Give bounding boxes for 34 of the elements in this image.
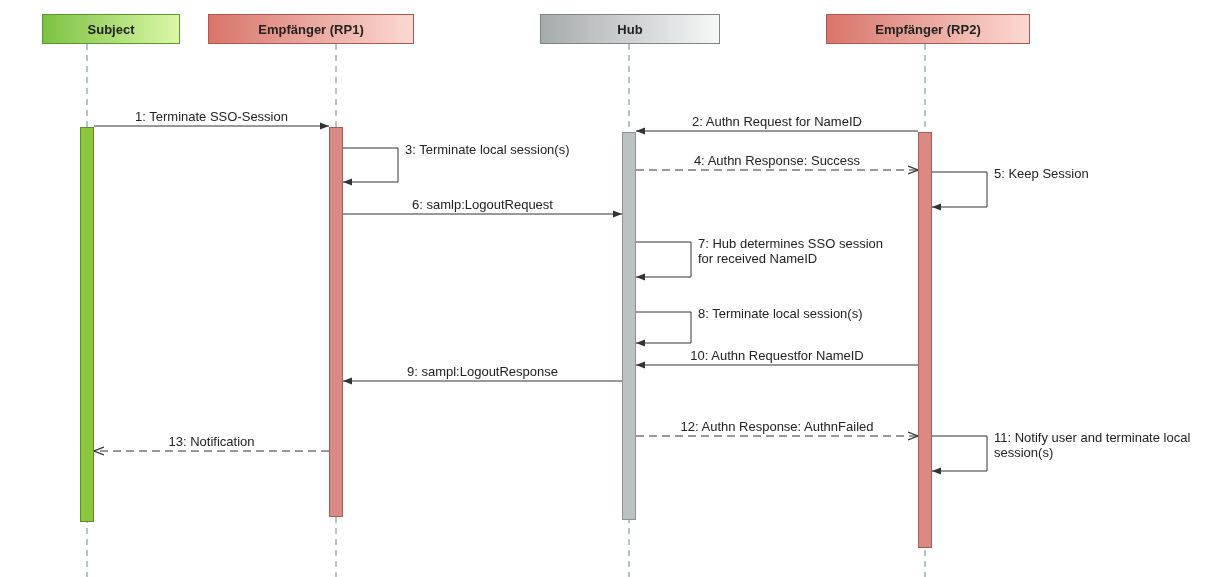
message-label: 9: sampl:LogoutResponse <box>405 364 560 379</box>
message-label: 8: Terminate local session(s) <box>698 306 863 321</box>
message-label: 1: Terminate SSO-Session <box>133 109 290 124</box>
self-message-arrow <box>931 171 988 211</box>
message-label: 11: Notify user and terminate local session(s) <box>994 430 1192 460</box>
message-label: 7: Hub determines SSO session for received NameID <box>698 236 884 266</box>
message-arrow <box>635 431 919 441</box>
message-label: 12: Authn Response: AuthnFailed <box>678 419 876 434</box>
lifeline-header: Hub <box>540 14 720 44</box>
activation-bar <box>80 127 94 522</box>
self-message-arrow <box>931 435 988 475</box>
message-label: 3: Terminate local session(s) <box>405 142 570 157</box>
message-label: 4: Authn Response: Success <box>691 153 863 168</box>
message-label: 2: Authn Request for NameID <box>690 114 864 129</box>
lifeline-header: Empfänger (RP2) <box>826 14 1030 44</box>
message-label: 10: Authn Requestfor NameID <box>688 348 866 363</box>
message-arrow <box>635 127 919 135</box>
self-message-arrow <box>635 311 692 347</box>
message-arrow <box>342 210 623 218</box>
message-label: 6: samlp:LogoutRequest <box>410 197 555 212</box>
self-message-arrow <box>635 241 692 281</box>
self-message-arrow <box>342 147 399 186</box>
message-arrow <box>635 165 919 175</box>
activation-bar <box>622 132 636 520</box>
message-label: 13: Notification <box>166 434 257 449</box>
message-label: 5: Keep Session <box>994 166 1089 181</box>
activation-bar <box>918 132 932 548</box>
lifeline-header: Empfänger (RP1) <box>208 14 414 44</box>
lifeline-header: Subject <box>42 14 180 44</box>
message-arrow <box>93 446 330 456</box>
message-arrow <box>93 122 330 130</box>
activation-bar <box>329 127 343 517</box>
message-arrow <box>635 361 919 369</box>
message-arrow <box>342 377 623 385</box>
